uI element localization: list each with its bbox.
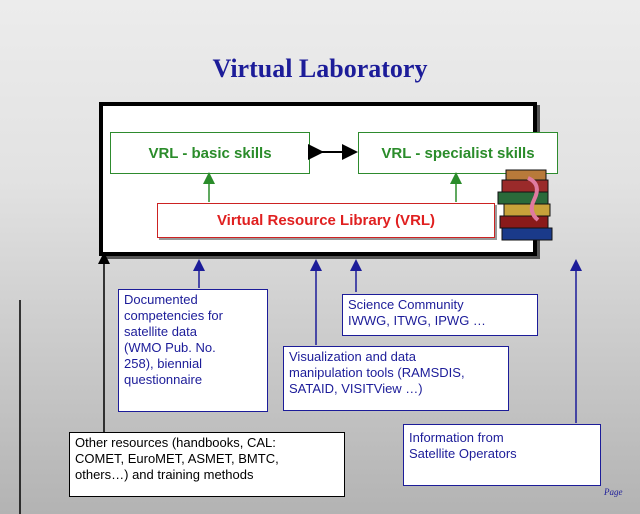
visualization-tools-box: Visualization and data manipulation tool… (283, 346, 509, 411)
satellite-operators-box: Information from Satellite Operators (403, 424, 601, 486)
documented-competencies-box: Documented competencies for satellite da… (118, 289, 268, 412)
science-community-box: Science Community IWWG, ITWG, IPWG … (342, 294, 538, 336)
page-label: Page (604, 487, 623, 497)
slide-title: Virtual Laboratory (212, 54, 428, 83)
vrl-specialist-skills-box: VRL - specialist skills (358, 132, 558, 174)
other-resources-box: Other resources (handbooks, CAL: COMET, … (69, 432, 345, 497)
virtual-resource-library-box: Virtual Resource Library (VRL) (157, 203, 495, 238)
